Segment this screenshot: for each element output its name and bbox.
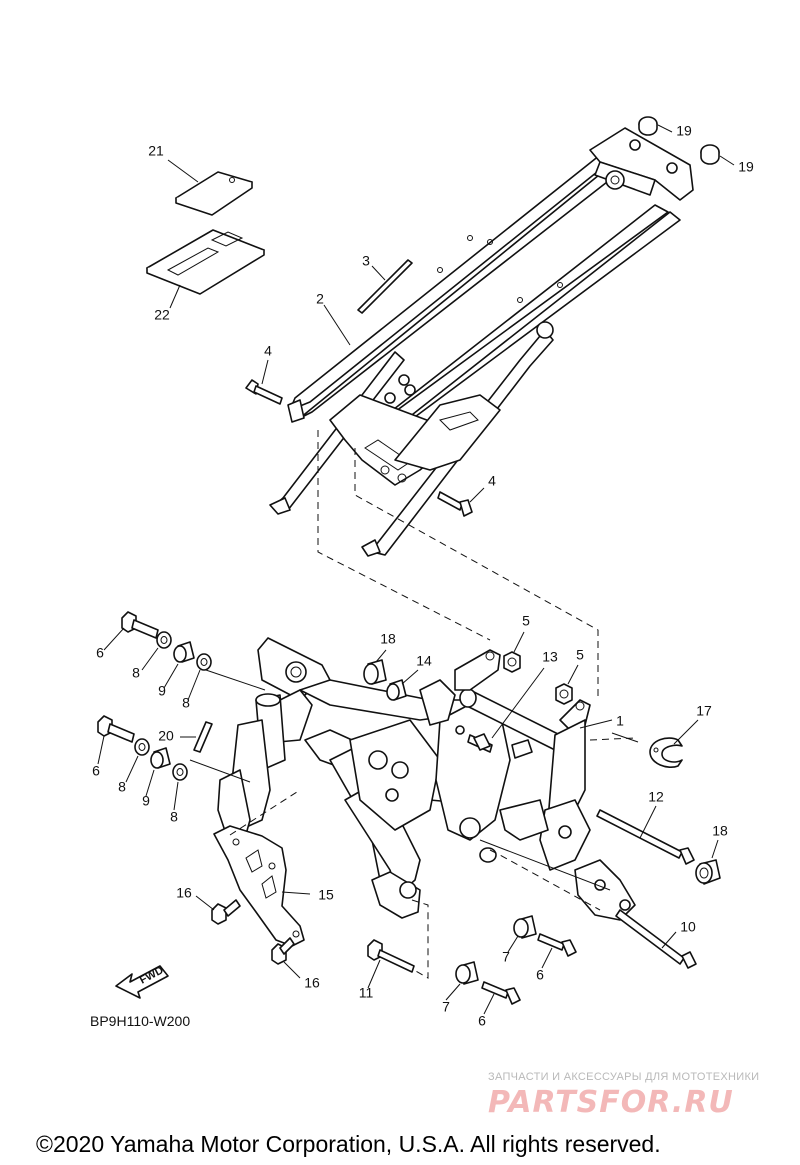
part-7-collar-a[interactable] [513, 915, 537, 939]
callout-18: 18 [380, 631, 396, 647]
part-10-bolt[interactable] [615, 909, 697, 969]
callout-2: 2 [316, 291, 324, 307]
callout-5: 5 [522, 613, 530, 629]
part-6-bolt-lower-left[interactable] [97, 715, 135, 743]
callout-4: 4 [488, 473, 496, 489]
callout-6: 6 [478, 1013, 486, 1029]
callout-9: 9 [142, 793, 150, 809]
part-22-label[interactable] [146, 229, 265, 295]
callout-16: 16 [176, 885, 192, 901]
alignment-line-11 [411, 899, 429, 979]
callout-8: 8 [170, 809, 178, 825]
part-6-bolt-d[interactable] [481, 981, 521, 1005]
part-19-cap-a[interactable] [638, 116, 658, 136]
part-11-bolt[interactable] [367, 939, 415, 973]
part-8-washer-b[interactable] [196, 653, 212, 671]
callout-13: 13 [542, 649, 558, 665]
callout-1: 1 [616, 713, 624, 729]
callout-8: 8 [132, 665, 140, 681]
part-9-collar-a[interactable] [173, 641, 195, 663]
callout-6: 6 [536, 967, 544, 983]
callout-12: 12 [648, 789, 664, 805]
copyright-notice: ©2020 Yamaha Motor Corporation, U.S.A. A… [36, 1131, 661, 1157]
part-4-bolt-lower[interactable] [437, 491, 473, 517]
watermark-caption: ЗАПЧАСТИ И АКСЕССУАРЫ ДЛЯ МОТОТЕХНИКИ [488, 1071, 759, 1083]
callout-11: 11 [359, 985, 374, 1001]
part-5-nut-a[interactable] [503, 651, 521, 673]
part-19-cap-b[interactable] [700, 144, 720, 165]
alignment-line-right [354, 448, 599, 700]
callout-6: 6 [92, 763, 100, 779]
part-21-label[interactable] [175, 171, 253, 216]
callout-7: 7 [442, 999, 450, 1015]
watermark-brand: PARTSFOR.RU [488, 1085, 734, 1120]
part-6-bolt-upper-left[interactable] [121, 611, 159, 639]
part-5-nut-b[interactable] [555, 683, 573, 705]
callout-8: 8 [182, 695, 190, 711]
callout-19: 19 [676, 123, 692, 139]
alignment-line-10 [489, 849, 601, 911]
part-8-washer-d[interactable] [172, 763, 188, 781]
part-8-washer-c[interactable] [134, 738, 150, 756]
part-18-collar-lower[interactable] [695, 859, 721, 885]
part-7-collar-b[interactable] [455, 961, 479, 985]
part-13-bolt[interactable] [473, 733, 491, 751]
callout-22: 22 [154, 307, 170, 323]
callout-18: 18 [712, 823, 728, 839]
callout-7: 7 [502, 949, 510, 965]
callout-21: 21 [148, 143, 164, 159]
part-3-strip[interactable] [357, 259, 413, 314]
part-9-collar-b[interactable] [150, 747, 171, 769]
part-12-long-bolt[interactable] [596, 809, 695, 865]
part-20-label[interactable] [193, 721, 213, 753]
callout-4: 4 [264, 343, 272, 359]
part-14-collar[interactable] [386, 679, 407, 701]
diagram-id: BP9H110-W200 [90, 1013, 190, 1029]
alignment-line-left [317, 430, 491, 641]
part-16-bolt-a[interactable] [211, 899, 241, 925]
callout-17: 17 [696, 703, 712, 719]
part-2-rear-subframe[interactable] [269, 127, 694, 557]
part-18-collar-upper[interactable] [363, 659, 387, 685]
callout-3: 3 [362, 253, 370, 269]
part-1-main-frame[interactable] [189, 637, 636, 921]
callout-14: 14 [416, 653, 432, 669]
callout-20: 20 [158, 728, 174, 744]
part-16-bolt-b[interactable] [271, 937, 295, 965]
part-6-bolt-c[interactable] [537, 933, 577, 957]
fwd-arrow-icon: FWD [115, 964, 169, 999]
part-15-engine-plate[interactable] [213, 825, 305, 947]
callout-16: 16 [304, 975, 320, 991]
callout-15: 15 [318, 887, 334, 903]
callout-6: 6 [96, 645, 104, 661]
callout-10: 10 [680, 919, 696, 935]
callout-19: 19 [738, 159, 754, 175]
part-17-clip[interactable] [649, 737, 683, 768]
part-4-bolt-upper[interactable] [245, 379, 283, 405]
callout-8: 8 [118, 779, 126, 795]
callout-9: 9 [158, 683, 166, 699]
callout-5: 5 [576, 647, 584, 663]
part-8-washer-a[interactable] [156, 631, 172, 649]
